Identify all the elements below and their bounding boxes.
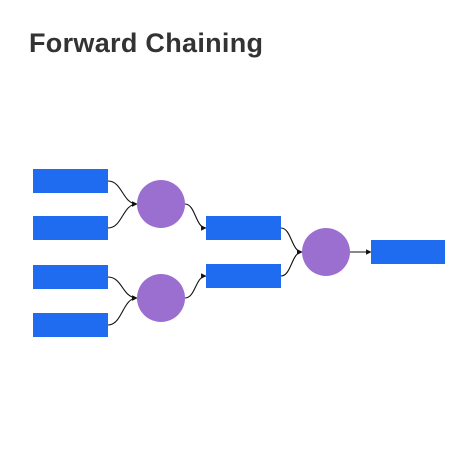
connector-rule-2-to-inferred-2 <box>184 273 207 299</box>
connector-fact-2-to-rule-1 <box>107 201 138 229</box>
fact-3-box <box>33 265 108 289</box>
connector-rule-1-to-inferred-1 <box>184 203 207 231</box>
connector-fact-3-to-rule-2 <box>107 276 138 301</box>
connector-fact-1-to-rule-1 <box>107 180 138 207</box>
page-title: Forward Chaining <box>29 28 264 58</box>
rule-1-node <box>137 180 185 228</box>
rule-2-node <box>137 274 185 322</box>
connector-inferred-1-to-rule-3 <box>280 227 303 255</box>
fact-2-box <box>33 216 108 240</box>
node-layer <box>33 169 445 337</box>
inferred-1-box <box>206 216 281 240</box>
connector-fact-4-to-rule-2 <box>107 295 138 326</box>
inferred-2-box <box>206 264 281 288</box>
connector-layer <box>107 180 372 326</box>
fact-4-box <box>33 313 108 337</box>
fact-1-box <box>33 169 108 193</box>
rule-3-node <box>302 228 350 276</box>
goal-box <box>371 240 445 264</box>
connector-inferred-2-to-rule-3 <box>280 249 303 277</box>
